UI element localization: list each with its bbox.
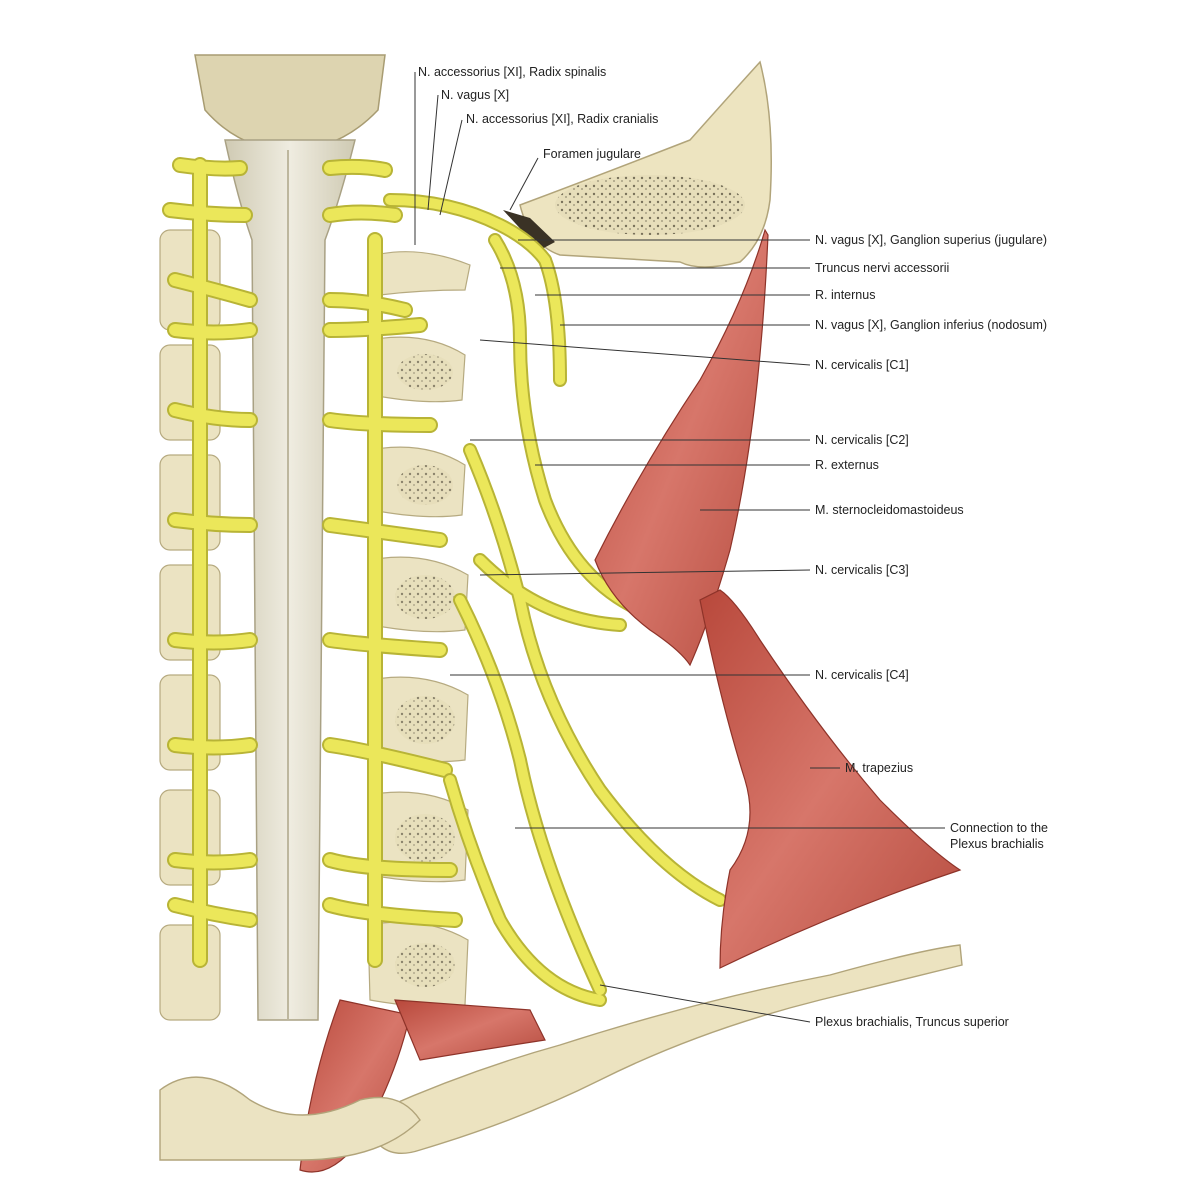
sternocleidomastoid-muscle (594, 228, 769, 667)
label-foramen-jugulare: Foramen jugulare (543, 147, 641, 161)
temporal-bone-spongy (555, 175, 745, 235)
lower-muscle-right (394, 999, 546, 1061)
label-accessorius-cranialis: N. accessorius [XI], Radix cranialis (466, 112, 658, 126)
label-m-sternocleidomastoideus: M. sternocleidomastoideus (815, 503, 964, 517)
label-cervicalis-c1: N. cervicalis [C1] (815, 358, 909, 372)
label-vagus: N. vagus [X] (441, 88, 509, 102)
clavicle (374, 944, 963, 1154)
label-vagus-ganglion-superius: N. vagus [X], Ganglion superius (jugular… (815, 233, 1047, 247)
label-r-externus: R. externus (815, 458, 879, 472)
label-cervicalis-c2: N. cervicalis [C2] (815, 433, 909, 447)
trapezius-muscle (699, 589, 962, 969)
label-accessorius-spinalis: N. accessorius [XI], Radix spinalis (418, 65, 606, 79)
leader-lines (414, 72, 945, 1023)
accessory-vagus-nerves-fill (385, 195, 725, 1005)
spinal-nerves-fill (164, 159, 461, 966)
label-truncus-nervi-accessorii: Truncus nervi accessorii (815, 261, 949, 275)
label-r-internus: R. internus (815, 288, 875, 302)
spinal-cord (224, 139, 356, 1021)
label-cervicalis-c3: N. cervicalis [C3] (815, 563, 909, 577)
temporal-bone (519, 60, 772, 268)
label-plexus-truncus-superior: Plexus brachialis, Truncus superior (815, 1015, 1009, 1029)
label-m-trapezius: M. trapezius (845, 761, 913, 775)
vertebrae-right-spongy (395, 354, 455, 987)
label-cervicalis-c4: N. cervicalis [C4] (815, 668, 909, 682)
label-vagus-ganglion-inferius: N. vagus [X], Ganglion inferius (nodosum… (815, 318, 1047, 332)
skull-base (194, 54, 386, 151)
first-rib (159, 1076, 421, 1161)
label-connection-line2: Plexus brachialis (950, 837, 1044, 851)
label-connection-line1: Connection to the (950, 821, 1048, 835)
